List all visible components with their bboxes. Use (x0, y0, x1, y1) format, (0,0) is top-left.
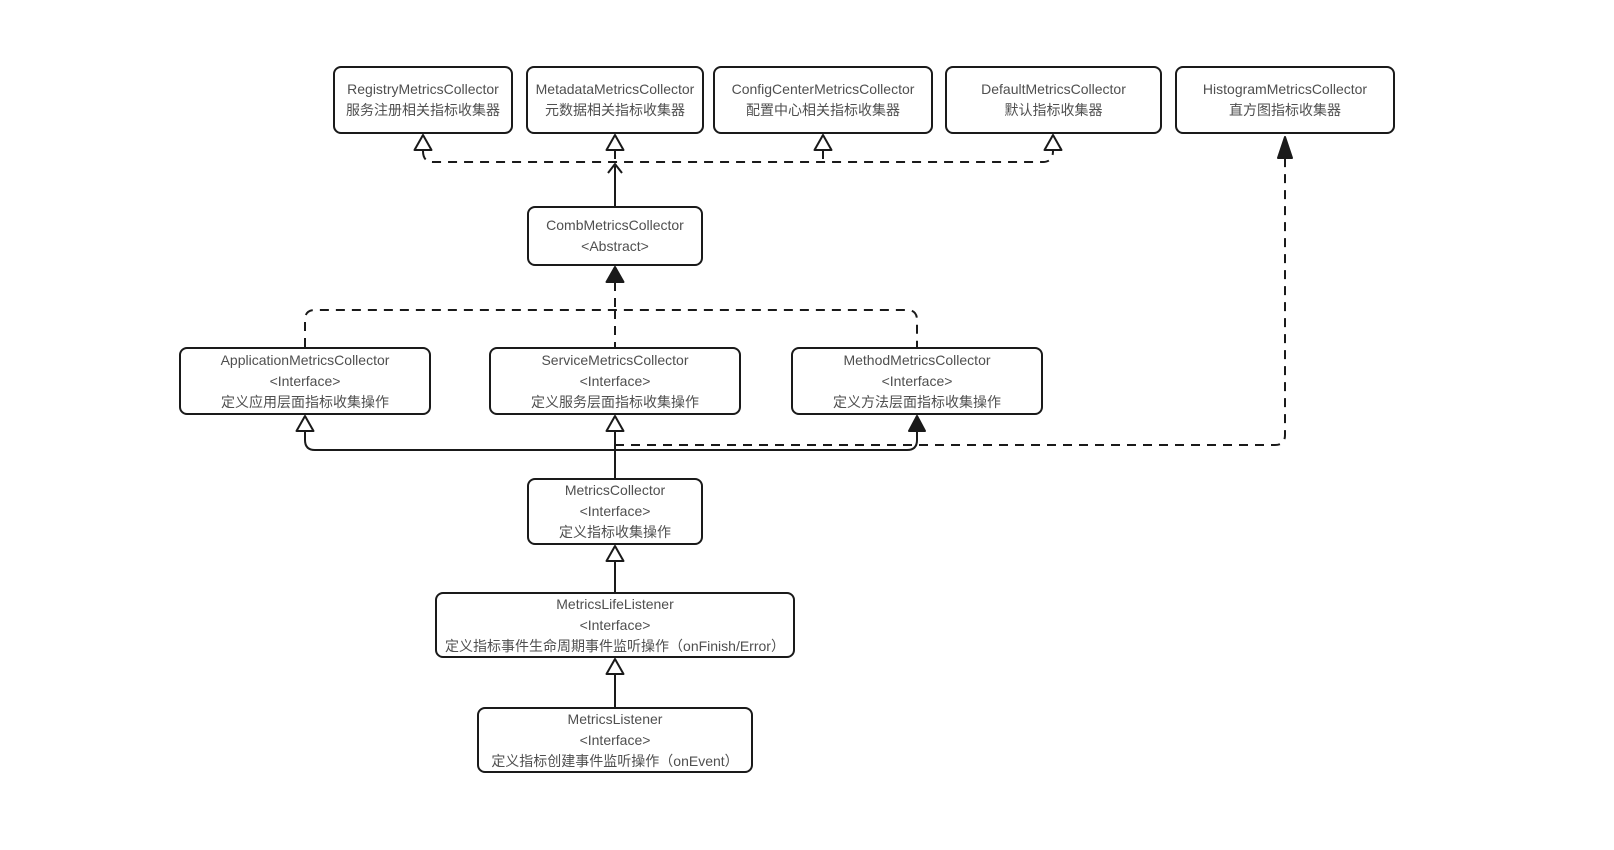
arrowhead-hollow-triangle (605, 415, 625, 432)
node-comb-metrics-collector: CombMetricsCollector <Abstract> (527, 206, 703, 266)
node-title: MetricsLifeListener (556, 595, 674, 612)
node-description: 配置中心相关指标收集器 (746, 102, 900, 118)
node-stereotype: <Interface> (881, 372, 953, 389)
node-stereotype: <Interface> (269, 372, 341, 389)
arrowhead-hollow-triangle (813, 134, 833, 151)
edge-line (304, 309, 918, 347)
node-metrics-life-listener: MetricsLifeListener <Interface> 定义指标事件生命… (435, 592, 795, 658)
node-title: MetadataMetricsCollector (535, 81, 695, 97)
arrowhead-hollow-triangle (1043, 134, 1063, 151)
node-title: CombMetricsCollector (546, 217, 684, 233)
edge-line (615, 158, 1286, 446)
arrowhead-hollow-triangle (605, 545, 625, 562)
arrowhead-hollow-triangle (605, 658, 625, 675)
node-stereotype: <Abstract> (581, 238, 649, 254)
node-title: MetricsListener (567, 710, 663, 727)
arrowhead-hollow-triangle (413, 134, 433, 151)
edge-metricscollector-to-histogram (615, 136, 1293, 446)
arrowhead-filled-triangle (908, 415, 926, 432)
node-description: 默认指标收集器 (1004, 102, 1103, 118)
node-metrics-listener: MetricsListener <Interface> 定义指标创建事件监听操作… (477, 707, 753, 773)
arrowhead-hollow-triangle (295, 415, 315, 432)
node-stereotype: <Interface> (579, 731, 651, 748)
arrowhead-filled-arrow (1277, 136, 1293, 159)
edge-line (422, 150, 1054, 163)
node-description: 定义服务层面指标收集操作 (531, 393, 699, 410)
node-title: MetricsCollector (564, 482, 666, 498)
edge-group-interfaces-to-comb (304, 266, 918, 347)
node-description: 定义指标创建事件监听操作（onEvent） (491, 752, 739, 769)
node-config-center-metrics-collector: ConfigCenterMetricsCollector 配置中心相关指标收集器 (713, 66, 933, 134)
node-title: DefaultMetricsCollector (981, 81, 1126, 97)
arrowhead-hollow-triangle (605, 134, 625, 151)
node-description: 定义指标收集操作 (559, 524, 671, 540)
edge-listener-to-lifelistener (605, 658, 625, 707)
node-application-metrics-collector: ApplicationMetricsCollector <Interface> … (179, 347, 431, 415)
node-stereotype: <Interface> (579, 372, 651, 389)
edge-group-comb-to-top-collectors (413, 134, 1063, 206)
node-registry-metrics-collector: RegistryMetricsCollector 服务注册相关指标收集器 (333, 66, 513, 134)
node-metrics-collector: MetricsCollector <Interface> 定义指标收集操作 (527, 478, 703, 545)
edge-group-metricscollector-to-interfaces (295, 415, 926, 478)
node-stereotype: <Interface> (579, 616, 651, 633)
node-metadata-metrics-collector: MetadataMetricsCollector 元数据相关指标收集器 (526, 66, 704, 134)
node-description: 定义应用层面指标收集操作 (221, 393, 389, 410)
edge-line (304, 431, 918, 451)
node-title: ConfigCenterMetricsCollector (731, 81, 915, 97)
arrowhead-filled-triangle (605, 266, 625, 283)
node-title: MethodMetricsCollector (843, 351, 991, 368)
node-title: RegistryMetricsCollector (347, 81, 499, 97)
node-histogram-metrics-collector: HistogramMetricsCollector 直方图指标收集器 (1175, 66, 1395, 134)
node-title: ServiceMetricsCollector (541, 351, 689, 368)
node-stereotype: <Interface> (579, 503, 651, 519)
node-description: 定义指标事件生命周期事件监听操作（onFinish/Error） (445, 637, 785, 654)
node-description: 直方图指标收集器 (1229, 102, 1341, 118)
node-description: 定义方法层面指标收集操作 (833, 393, 1001, 410)
node-method-metrics-collector: MethodMetricsCollector <Interface> 定义方法层… (791, 347, 1043, 415)
node-description: 服务注册相关指标收集器 (346, 102, 500, 118)
node-description: 元数据相关指标收集器 (545, 102, 685, 118)
edge-lifelistener-to-metricscollector (605, 545, 625, 592)
arrowhead-open-chevron (607, 163, 623, 174)
node-default-metrics-collector: DefaultMetricsCollector 默认指标收集器 (945, 66, 1162, 134)
node-service-metrics-collector: ServiceMetricsCollector <Interface> 定义服务… (489, 347, 741, 415)
node-title: HistogramMetricsCollector (1202, 81, 1368, 97)
node-title: ApplicationMetricsCollector (220, 351, 390, 368)
